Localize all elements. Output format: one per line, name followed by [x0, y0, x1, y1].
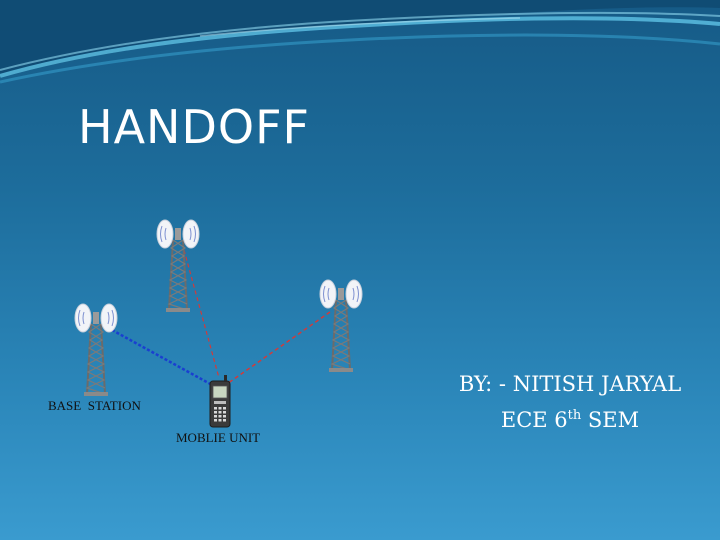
author-name: BY: - NITISH JARYAL: [440, 368, 700, 400]
mobile-unit-label: MOBLIE UNIT: [176, 430, 260, 445]
base-station-label: BASE STATION: [48, 398, 141, 413]
link-tower-right-to-mobile: [224, 312, 330, 386]
author-semester-suffix: th: [568, 408, 582, 423]
mobile-phone-icon: [210, 375, 230, 427]
author-sem: SEM: [581, 408, 639, 432]
antenna-tower-icon: [157, 220, 199, 312]
author-class: ECE 6th SEM: [440, 400, 700, 436]
author-block: BY: - NITISH JARYAL ECE 6th SEM: [440, 368, 700, 436]
link-base-to-mobile: [112, 330, 214, 386]
author-dept: ECE 6: [501, 408, 568, 432]
antenna-tower-icon: [320, 280, 362, 372]
antenna-tower-icon: [75, 304, 117, 396]
link-tower-top-to-mobile: [184, 250, 219, 378]
